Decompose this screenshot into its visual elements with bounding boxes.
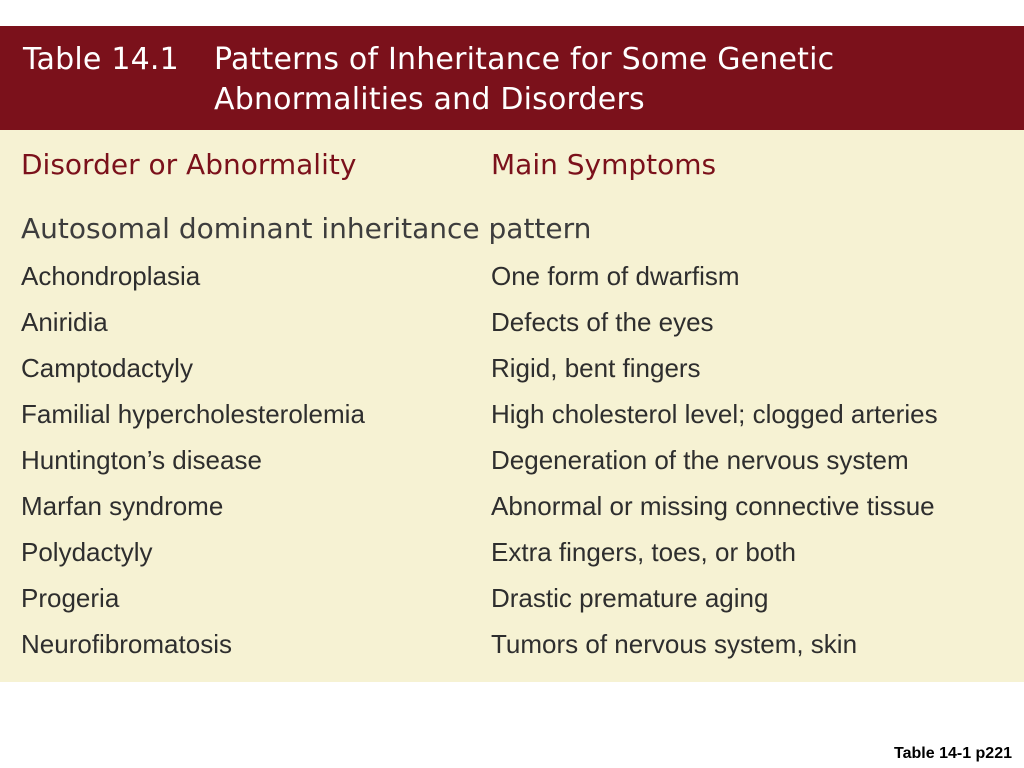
- disorder-cell: Marfan syndrome: [21, 491, 224, 521]
- table-row: Progeria Drastic premature aging: [0, 578, 1024, 624]
- table-row: Familial hypercholesterolemia High chole…: [0, 394, 1024, 440]
- disorder-cell: Huntington’s disease: [21, 445, 262, 475]
- symptom-cell: High cholesterol level; clogged arteries: [491, 399, 938, 429]
- table-row: Huntington’s disease Degeneration of the…: [0, 440, 1024, 486]
- table-row: Camptodactyly Rigid, bent fingers: [0, 348, 1024, 394]
- table-row: Polydactyly Extra fingers, toes, or both: [0, 532, 1024, 578]
- symptom-cell: Drastic premature aging: [491, 583, 769, 613]
- table-rows: Achondroplasia One form of dwarfism Anir…: [0, 256, 1024, 670]
- symptom-cell: Defects of the eyes: [491, 307, 714, 337]
- disorder-cell: Neurofibromatosis: [21, 629, 232, 659]
- disorder-cell: Familial hypercholesterolemia: [21, 399, 365, 429]
- table-row: Marfan syndrome Abnormal or missing conn…: [0, 486, 1024, 532]
- table-body: Disorder or Abnormality Main Symptoms Au…: [0, 130, 1024, 682]
- symptom-cell: Extra fingers, toes, or both: [491, 537, 796, 567]
- disorder-cell: Achondroplasia: [21, 261, 201, 291]
- symptom-cell: One form of dwarfism: [491, 261, 740, 291]
- column-header-disorder: Disorder or Abnormality: [21, 148, 357, 181]
- table-reference-label: Table 14-1 p221: [894, 745, 1012, 762]
- table-row: Neurofibromatosis Tumors of nervous syst…: [0, 624, 1024, 670]
- symptom-cell: Tumors of nervous system, skin: [491, 629, 858, 659]
- table-row: Achondroplasia One form of dwarfism: [0, 256, 1024, 302]
- symptom-cell: Degeneration of the nervous system: [491, 445, 909, 475]
- column-header-symptoms: Main Symptoms: [491, 148, 717, 181]
- section-heading: Autosomal dominant inheritance pattern: [21, 212, 592, 245]
- symptom-cell: Rigid, bent fingers: [491, 353, 701, 383]
- table-title: Patterns of Inheritance for Some Genetic…: [214, 42, 835, 117]
- table-header-bar: Table 14.1 Patterns of Inheritance for S…: [0, 26, 1024, 130]
- table-number: Table 14.1: [23, 42, 179, 77]
- table-row: Aniridia Defects of the eyes: [0, 302, 1024, 348]
- disorder-cell: Aniridia: [21, 307, 108, 337]
- disorder-cell: Camptodactyly: [21, 353, 193, 383]
- symptom-cell: Abnormal or missing connective tissue: [491, 491, 935, 521]
- disorder-cell: Polydactyly: [21, 537, 153, 567]
- disorder-cell: Progeria: [21, 583, 120, 613]
